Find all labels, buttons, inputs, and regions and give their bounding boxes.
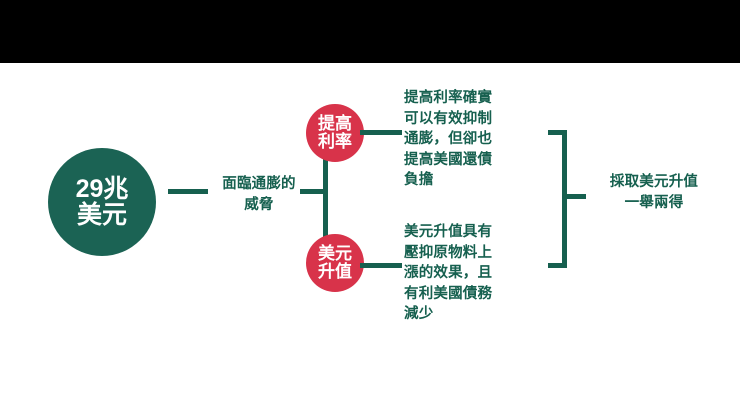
connector-merge-spine — [562, 130, 567, 268]
connector-split-spine — [323, 148, 328, 246]
node-raise-interest-rate: 提高 利率 — [306, 104, 364, 162]
connector-usd-detail-to-merge — [548, 263, 566, 268]
connector-rate-detail-to-merge — [548, 130, 566, 135]
connector-threat-to-split — [300, 189, 328, 194]
detail-text-usd-appreciation-line-1: 美元升值具有 — [404, 224, 493, 240]
connector-root-to-threat — [168, 189, 208, 194]
root-node-line-2: 美元 — [76, 201, 127, 229]
connector-usd-to-detail — [360, 263, 402, 268]
detail-text-usd-appreciation-line-5: 減少 — [404, 306, 434, 323]
label-inflation-threat-line-2: 威脅 — [244, 196, 274, 213]
conclusion-text-line-1: 採取美元升值 — [609, 174, 699, 190]
detail-text-usd-appreciation: 美元升值具有 壓抑原物料上 漲的效果，且 有利美國債務 減少 — [404, 222, 540, 325]
detail-text-raise-interest-rate-line-3: 通膨，但卻也 — [404, 131, 493, 148]
detail-text-raise-interest-rate-line-4: 提高美國還債 — [404, 151, 493, 168]
label-inflation-threat: 面臨通膨的 威脅 — [210, 174, 308, 215]
node-raise-interest-rate-line-2: 利率 — [318, 132, 352, 151]
conclusion-text: 採取美元升值 一舉兩得 — [592, 172, 716, 213]
connector-rate-to-detail — [360, 130, 402, 135]
node-raise-interest-rate-line-1: 提高 — [318, 113, 352, 133]
label-inflation-threat-line-1: 面臨通膨的 — [222, 176, 296, 192]
detail-text-usd-appreciation-line-2: 壓抑原物料上 — [404, 244, 493, 261]
detail-text-raise-interest-rate-line-5: 負擔 — [404, 172, 434, 189]
detail-text-raise-interest-rate: 提高利率確實 可以有效抑制 通膨，但卻也 提高美國還債 負擔 — [404, 88, 540, 191]
detail-text-usd-appreciation-line-3: 漲的效果，且 — [404, 265, 493, 282]
connector-merge-to-conclusion — [562, 194, 586, 199]
conclusion-text-line-2: 一舉兩得 — [624, 194, 684, 211]
detail-text-raise-interest-rate-line-2: 可以有效抑制 — [404, 110, 493, 127]
node-usd-appreciation-line-2: 升值 — [318, 262, 352, 281]
node-usd-appreciation: 美元 升值 — [306, 234, 364, 292]
detail-text-usd-appreciation-line-4: 有利美國債務 — [404, 285, 493, 302]
node-usd-appreciation-line-1: 美元 — [318, 243, 352, 263]
detail-text-raise-interest-rate-line-1: 提高利率確實 — [404, 90, 493, 106]
letterbox-bar-top — [0, 0, 740, 63]
root-node-29-trillion-usd: 29兆 美元 — [48, 148, 156, 256]
root-node-line-1: 29兆 — [75, 175, 129, 203]
